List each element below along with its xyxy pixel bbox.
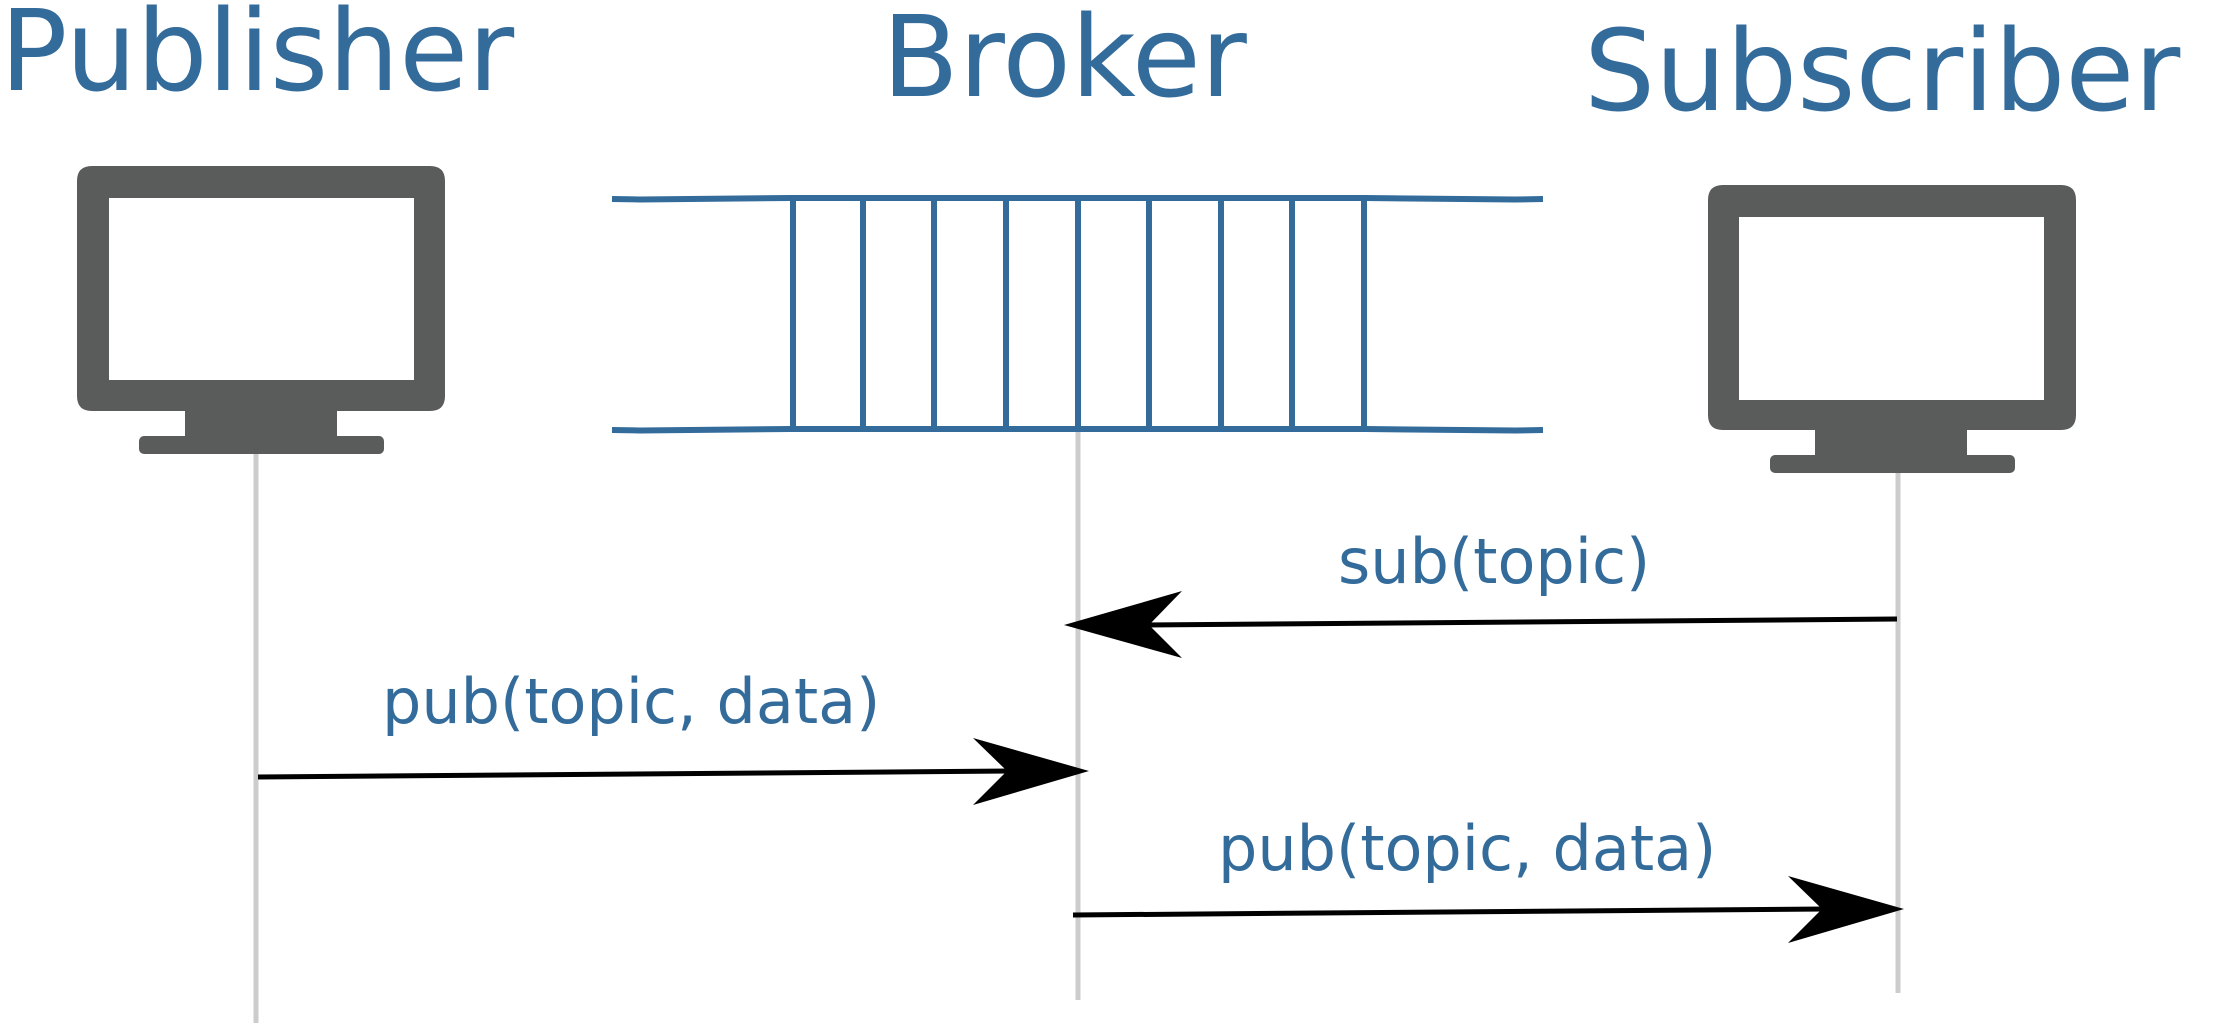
broker-title: Broker xyxy=(882,0,1248,123)
publisher-title: Publisher xyxy=(0,0,515,117)
arrowhead-left-icon xyxy=(1064,591,1182,658)
message-arrow xyxy=(1072,876,1904,943)
arrowhead-right-icon xyxy=(1788,876,1904,943)
message-queue-icon xyxy=(611,195,1544,434)
message-label: sub(topic) xyxy=(1338,525,1650,598)
message-arrow xyxy=(257,738,1089,805)
arrowhead-right-icon xyxy=(973,738,1089,805)
message-label: pub(topic, data) xyxy=(1218,812,1716,885)
subscriber-title: Subscriber xyxy=(1584,7,2181,137)
monitor-icon xyxy=(77,166,445,454)
message-arrow xyxy=(1064,591,1898,658)
message-label: pub(topic, data) xyxy=(382,665,880,738)
monitor-icon xyxy=(1708,185,2076,473)
